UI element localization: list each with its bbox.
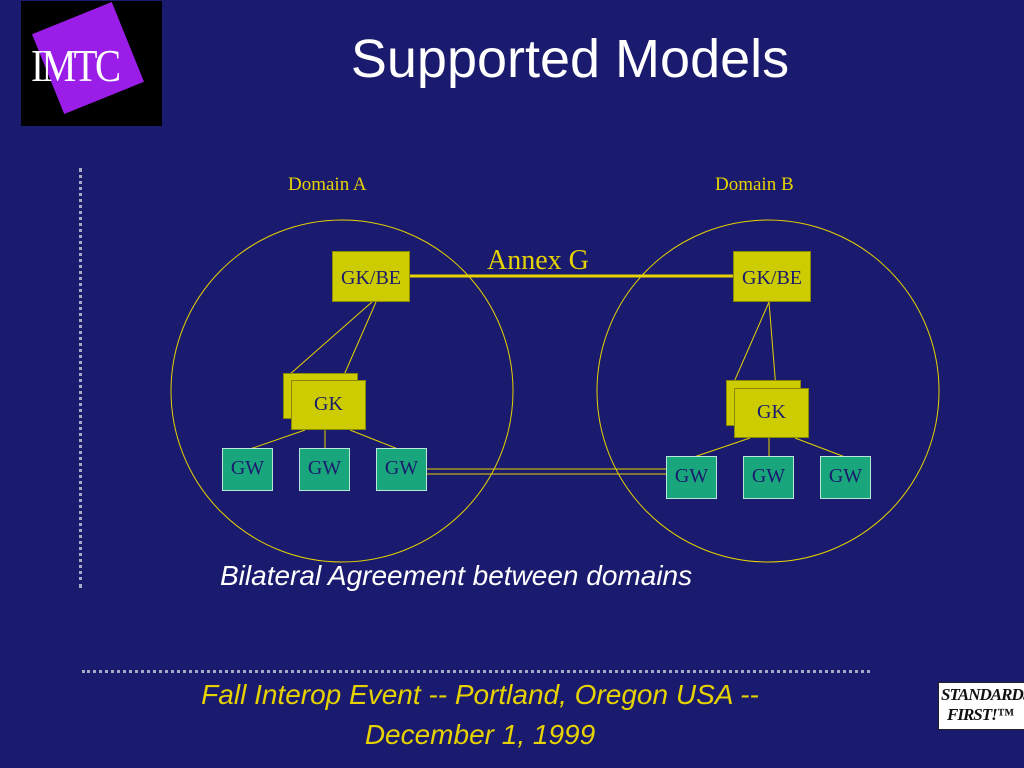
domain-a-gkbe-gk-line-1 — [288, 301, 373, 376]
slide-title: Supported Models — [350, 29, 790, 89]
logo-text: IMTC — [31, 40, 121, 91]
domain-a-gk-gw-line-1 — [249, 429, 306, 450]
domain-b-gkbe-gk-line-1 — [733, 301, 770, 383]
domain-b-gk-gw-line-3 — [794, 437, 846, 458]
domain-a-label: Domain A — [288, 174, 367, 195]
standards-logo-line-2: FIRST!™ — [947, 705, 1014, 724]
horizontal-dotted-divider — [82, 670, 870, 673]
domain-b-gkbe-gk-line-2 — [768, 301, 777, 390]
imtc-logo: IMTC — [21, 1, 162, 126]
footer-line-2: December 1, 1999 — [364, 719, 596, 750]
standards-first-logo: STANDARDS FIRST!™ — [938, 682, 1024, 730]
domain-a-gateway-2: GW — [299, 448, 350, 491]
domain-b-gateway-2: GW — [743, 456, 794, 499]
domain-b-gateway-3: GW — [820, 456, 871, 499]
domain-b-circle — [596, 219, 940, 563]
domain-a-gk-box: GK — [291, 380, 366, 430]
domain-b-gateway-1: GW — [666, 456, 717, 499]
domain-a-gateway-1: GW — [222, 448, 273, 491]
domain-a-gk-gw-line-3 — [349, 429, 399, 450]
footer-line-1: Fall Interop Event -- Portland, Oregon U… — [201, 679, 759, 710]
domain-a-gkbe-box: GK/BE — [332, 251, 410, 302]
vertical-dotted-divider — [79, 168, 82, 588]
domain-a-circle — [170, 219, 514, 563]
domain-a-gateway-3: GW — [376, 448, 427, 491]
domain-b-label: Domain B — [715, 174, 794, 195]
domain-a-gkbe-gk-line-2 — [343, 301, 377, 376]
standards-logo-line-1: STANDARDS — [941, 685, 1024, 704]
domain-b-gkbe-box: GK/BE — [733, 251, 811, 302]
annex-g-label: Annex G — [487, 245, 589, 276]
domain-b-gk-gw-line-1 — [693, 437, 751, 458]
domain-b-gk-box: GK — [734, 388, 809, 438]
footer-text: Fall Interop Event -- Portland, Oregon U… — [130, 675, 830, 755]
diagram-caption: Bilateral Agreement between domains — [220, 560, 693, 591]
